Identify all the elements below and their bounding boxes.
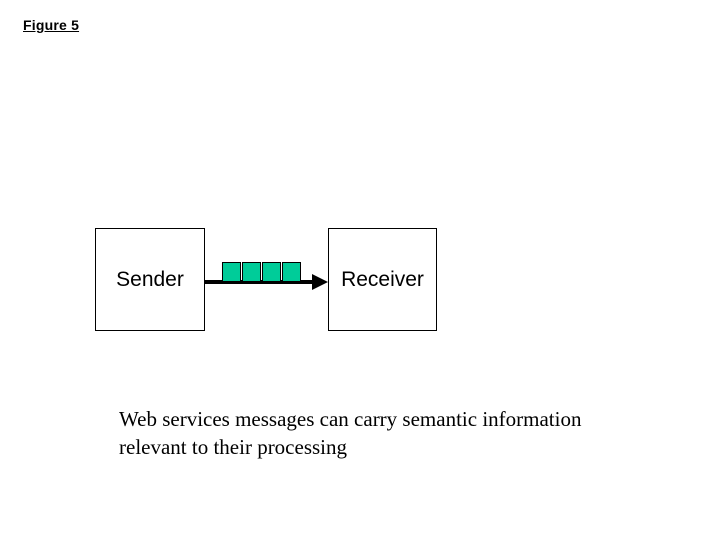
message-squares-row bbox=[222, 262, 301, 282]
message-arrow-line bbox=[205, 280, 315, 284]
message-square bbox=[242, 262, 261, 282]
caption-line-2: relevant to their processing bbox=[119, 435, 348, 459]
message-square bbox=[262, 262, 281, 282]
message-arrow-head-icon bbox=[312, 274, 328, 290]
message-square bbox=[282, 262, 301, 282]
receiver-box: Receiver bbox=[328, 228, 437, 331]
figure-label: Figure 5 bbox=[23, 17, 80, 33]
message-square bbox=[222, 262, 241, 282]
figure-caption: Web services messages can carry semantic… bbox=[119, 405, 581, 461]
caption-line-1: Web services messages can carry semantic… bbox=[119, 407, 582, 431]
sender-box: Sender bbox=[95, 228, 205, 331]
receiver-label: Receiver bbox=[341, 267, 424, 291]
sender-label: Sender bbox=[116, 267, 184, 291]
